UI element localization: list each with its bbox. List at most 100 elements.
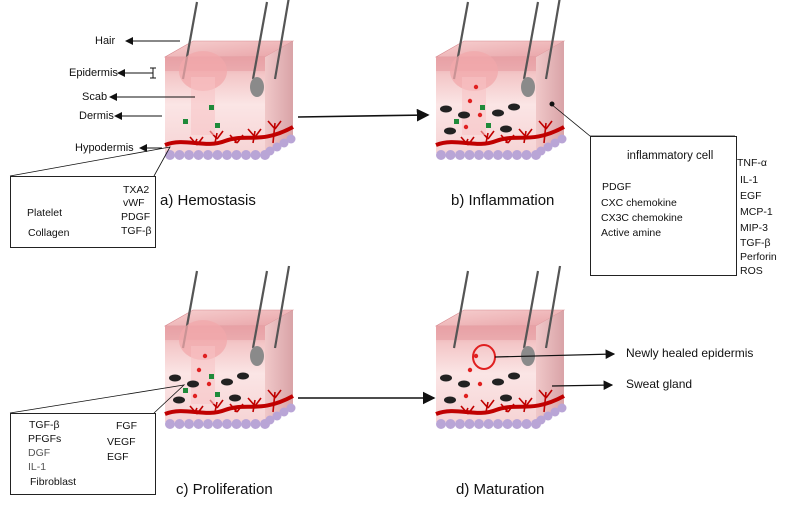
legend-platelet: Platelet	[27, 207, 63, 219]
label-newly-healed-epidermis: Newly healed epidermis	[626, 346, 754, 360]
green-cell	[215, 392, 220, 397]
inflammatory-cell	[500, 394, 512, 402]
hypodermis-fat-cell	[250, 150, 261, 160]
hypodermis-fat-cell	[203, 419, 213, 429]
hypodermis-fat-cell	[483, 419, 494, 429]
inflammatory-cell	[500, 125, 512, 133]
legend-left-item: IL-1	[28, 461, 47, 473]
hypodermis-fat-cell	[193, 150, 204, 160]
inflammation-legend-box	[590, 136, 737, 276]
inflammatory-cell	[229, 394, 241, 402]
hypodermis-fat-cell	[557, 134, 567, 144]
hypodermis-fat-cell	[174, 419, 185, 429]
blood-vessel	[164, 125, 294, 147]
blood-vessel	[164, 394, 294, 416]
legend-collagen: Collagen	[28, 227, 70, 239]
inflammatory-cell	[492, 109, 504, 117]
hypodermis-fat-cell	[203, 150, 213, 160]
hypodermis-fat-cell	[464, 419, 475, 429]
signal-dot	[473, 353, 479, 359]
hypodermis-fat-cell	[272, 411, 282, 421]
legend-right-item: TNF-α	[737, 157, 767, 169]
legend-right-item: EGF	[740, 190, 762, 202]
capillary	[480, 399, 495, 413]
sweat-gland	[250, 346, 264, 366]
hemostasis-callout-line	[9, 146, 171, 177]
skin-block-inflammation	[434, 0, 567, 160]
capillary	[518, 128, 533, 144]
hypodermis-fat-cell	[184, 419, 194, 429]
proliferation-legend-box	[10, 413, 156, 495]
hypodermis-fat-cell	[436, 150, 446, 160]
signal-dot	[477, 112, 483, 118]
stage-title-maturation: d) Maturation	[456, 481, 545, 498]
capillary	[460, 136, 475, 146]
inflammatory-cell	[173, 396, 185, 404]
legend-right-item: IL-1	[740, 174, 759, 186]
hypodermis-fat-cell	[550, 407, 560, 417]
inflammatory-cell	[169, 374, 181, 382]
hypodermis-fat-cell	[241, 150, 251, 160]
hypodermis-fat-cell	[286, 403, 296, 413]
hypodermis-fat-cell	[557, 403, 567, 413]
hypodermis-fat-cell	[193, 419, 204, 429]
hair-shaft	[522, 1, 540, 80]
legend-left-item: PFGFs	[28, 433, 62, 445]
hypodermis-fat-cell	[265, 415, 275, 425]
hair-shaft	[273, 265, 291, 349]
hypodermis-fat-cell	[474, 419, 484, 429]
new-epidermis-arrow	[494, 349, 616, 360]
signal-dot	[192, 393, 198, 399]
inflammatory-cell	[187, 380, 199, 388]
green-cell	[209, 105, 214, 110]
hypodermis-fat-cell	[455, 150, 465, 160]
sweat-gland-arrow	[551, 380, 614, 390]
legend-fibroblast: Fibroblast	[30, 476, 77, 488]
hypodermis-fat-cell	[231, 419, 242, 429]
inflammatory-cell	[444, 127, 456, 135]
hypodermis-fat-cell	[483, 150, 494, 160]
legend-left-item: CXC chemokine	[601, 197, 677, 209]
inflammation-callout-line	[550, 103, 735, 137]
label-dermis: Dermis	[79, 110, 114, 122]
capillary	[518, 397, 533, 413]
capillary	[229, 134, 244, 144]
blood-vessel	[435, 125, 565, 147]
hypodermis-fat-cell	[222, 419, 232, 429]
hypodermis-fat-cell	[279, 407, 289, 417]
hypodermis-fat-cell	[231, 150, 242, 160]
signal-dot	[467, 98, 473, 104]
capillary	[538, 120, 553, 144]
hair-shaft	[251, 1, 269, 80]
signal-dot	[467, 367, 473, 373]
legend-right-item: MCP-1	[740, 206, 773, 218]
hypodermis-fat-cell	[521, 419, 532, 429]
hypodermis-fat-cell	[174, 150, 185, 160]
capillary	[189, 405, 204, 415]
sweat-gland	[250, 77, 264, 97]
skin-block-maturation	[434, 265, 567, 429]
hypodermis-fat-cell	[445, 419, 456, 429]
legend-right-item: FGF	[116, 420, 137, 432]
capillary	[229, 403, 244, 413]
inflammatory-cell	[508, 103, 520, 111]
hypodermis-fat-cell	[455, 419, 465, 429]
label-epidermis: Epidermis	[69, 67, 118, 79]
hypodermis-fat-cell	[241, 419, 251, 429]
hypodermis-fat-cell	[493, 419, 503, 429]
capillary	[247, 128, 262, 144]
signal-dot	[206, 381, 212, 387]
signal-dot	[477, 381, 483, 387]
legend-left-item: Active amine	[601, 227, 662, 239]
stage-title-hemostasis: a) Hemostasis	[160, 192, 256, 209]
hypodermis-fat-cell	[165, 419, 175, 429]
hypodermis-fat-cell	[512, 419, 522, 429]
signal-dot	[202, 353, 208, 359]
capillary	[500, 403, 515, 413]
hypodermis-fat-cell	[521, 150, 532, 160]
hair-shaft	[273, 0, 290, 80]
hypodermis-fat-cell	[512, 150, 522, 160]
capillary	[267, 389, 282, 413]
legend-left-item: TGF-β	[29, 419, 60, 431]
legend-left-item: DGF	[28, 447, 51, 459]
